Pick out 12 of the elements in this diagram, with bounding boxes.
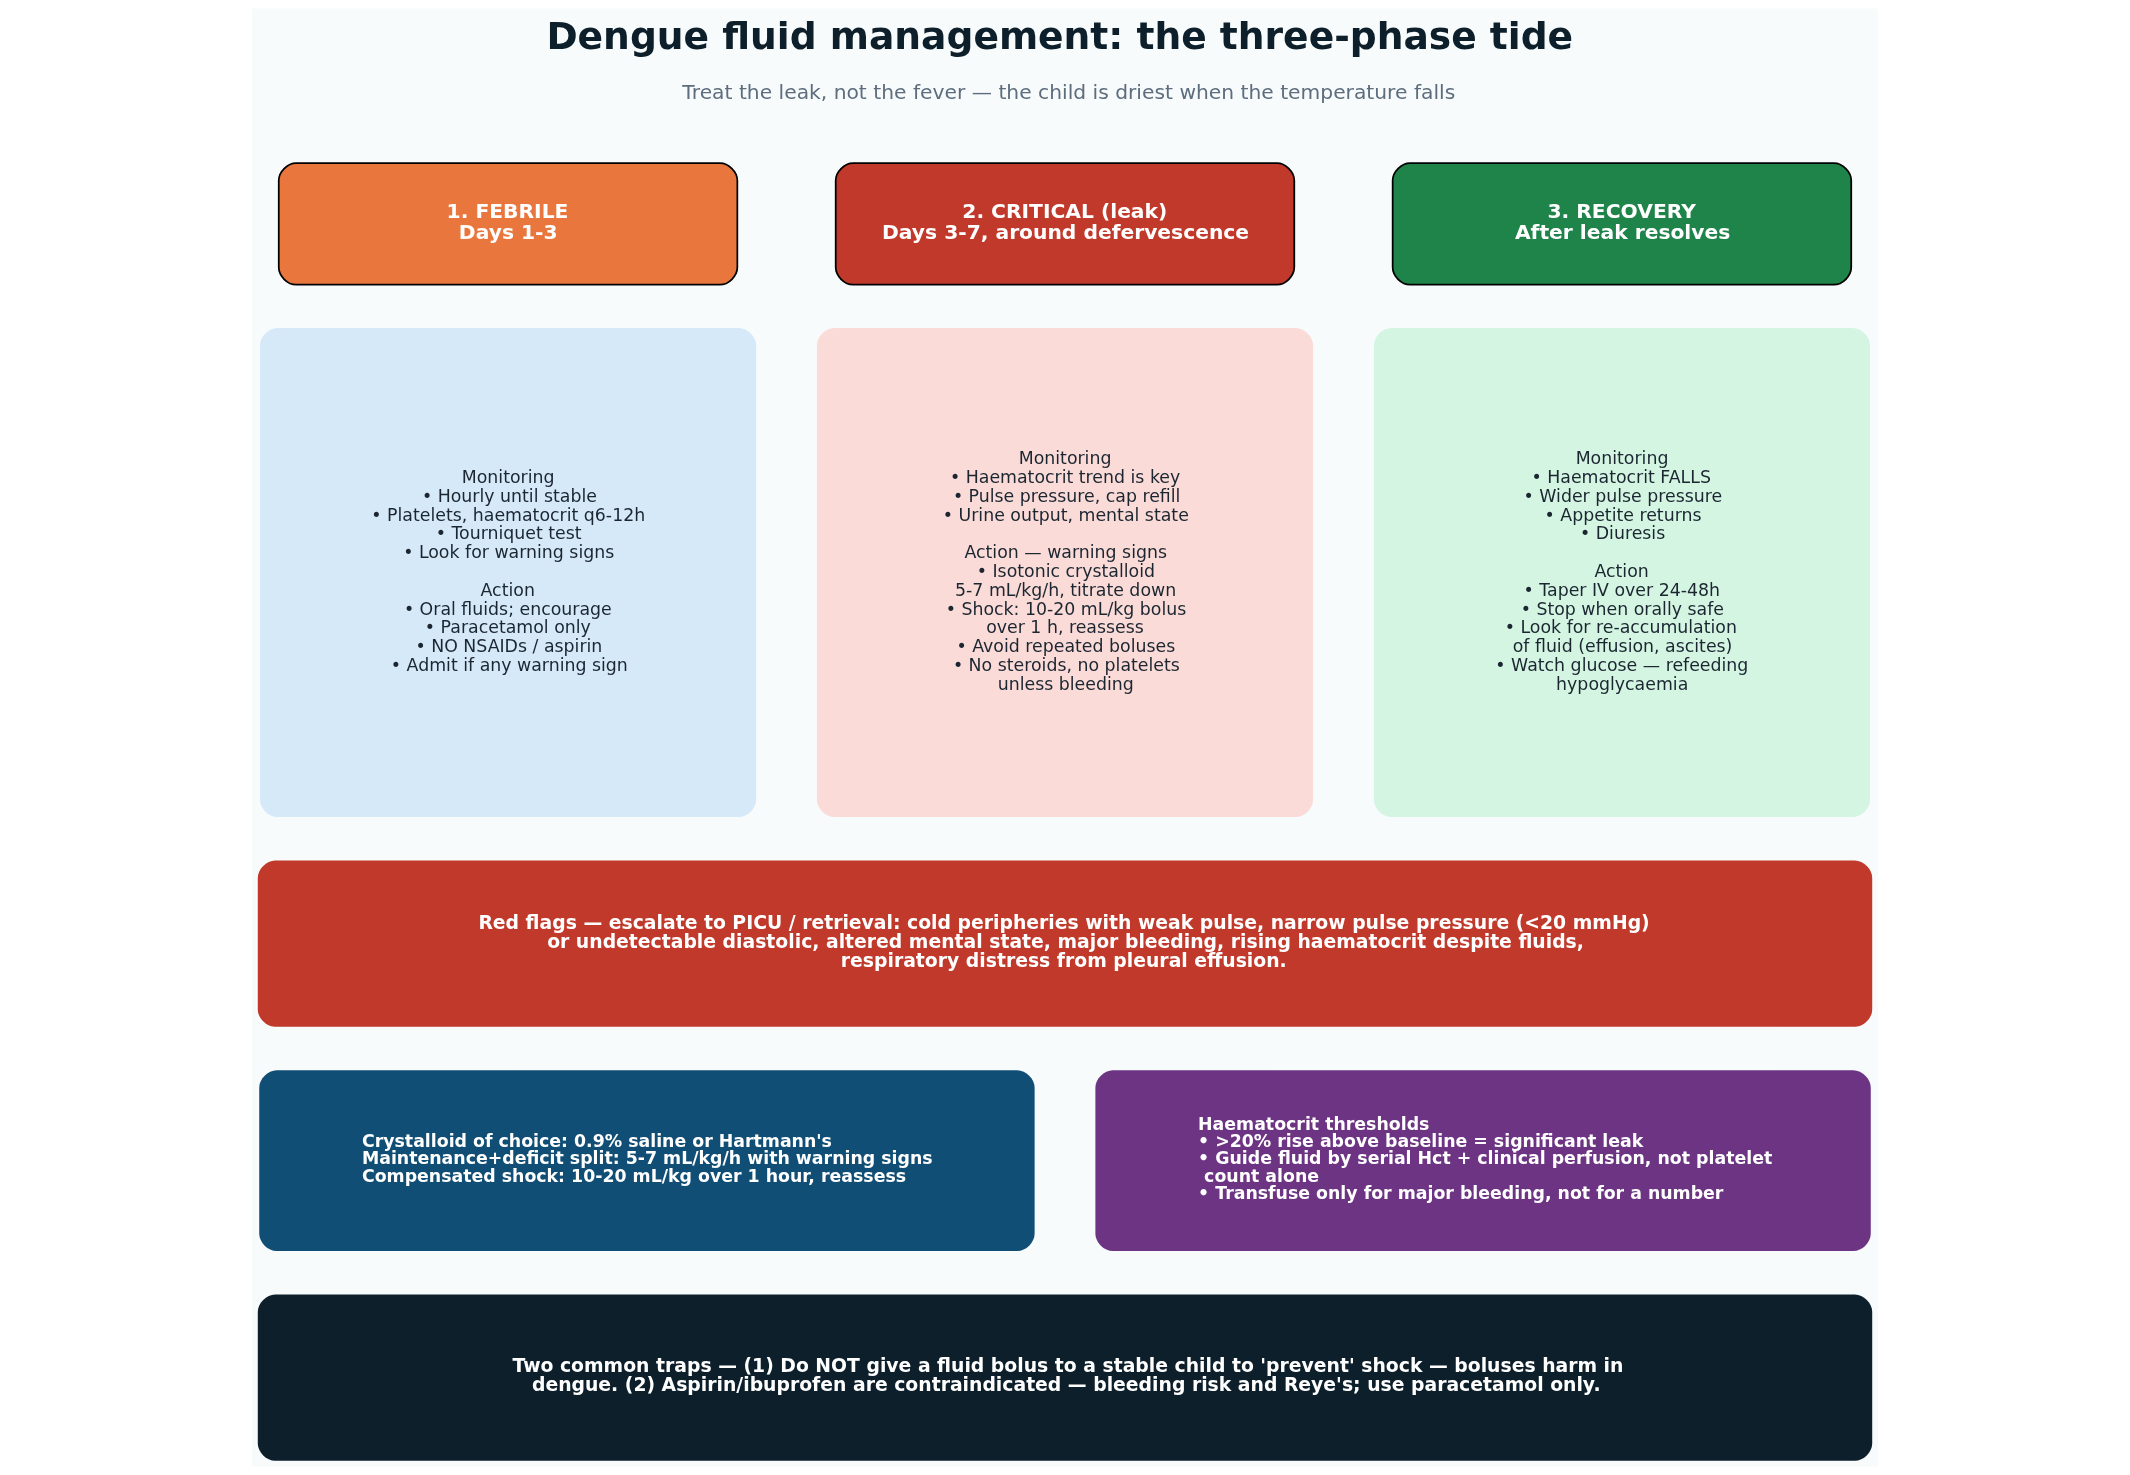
node-box: Two common traps — (1) Do NOT give a fluid bolus to a stable child to 'prevent' shock — boluses harm in dengue. (2) Aspirin/ibuprofen are contraindicated — bleeding risk and Reye's; use paracetamol only.: [257, 1294, 1873, 1461]
node-box: 3. RECOVERY After leak resolves: [1391, 162, 1853, 286]
node-box: Crystalloid of choice: 0.9% saline or Hartmann's Maintenance+deficit split: 5-7 mL/kg/h with warning signs Compensated shock: 10-20 mL/kg over 1 hour, reassess: [259, 1070, 1035, 1252]
node-box: 2. CRITICAL (leak) Days 3-7, around defervescence: [834, 162, 1296, 286]
node-box: Monitoring • Haematocrit trend is key • Pulse pressure, cap refill • Urine output, mental state Action — warning signs • Isotonic crystalloid 5-7 mL/kg/h, titrate down • Shock: 10-20 mL/kg bolus over 1 h, reassess • Avoid repeated boluses • No steroids, no platelets unless bleeding: [816, 328, 1314, 818]
node-box: Haematocrit thresholds • >20% rise above baseline = significant leak • Guide fluid by serial Hct + clinical perfusion, not platelet count alone • Transfuse only for major bleeding, not for a number: [1095, 1070, 1871, 1252]
node-box: Monitoring • Haematocrit FALLS • Wider pulse pressure • Appetite returns • Diuresis Action • Taper IV over 24-48h • Stop when orally safe • Look for re-accumulation of fluid (effusion, ascites) • Watch glucose — refeeding hypoglycaemia: [1373, 328, 1871, 818]
node-box: 1. FEBRILE Days 1-3: [277, 162, 739, 286]
diagram-title: Dengue fluid management: the three-phase tide: [546, 13, 1574, 58]
node-box: Monitoring • Hourly until stable • Platelets, haematocrit q6-12h • Tourniquet test • Look for warning signs Action • Oral fluids; encourage • Paracetamol only • NO NSAIDs / aspirin • Admit if any warning sign: [259, 328, 757, 818]
label: Treat the leak, not the fever — the child is driest when the temperature falls: [682, 80, 1456, 105]
node-box: Red flags — escalate to PICU / retrieval: cold peripheries with weak pulse, narrow pulse pressure (<20 mmHg) or undetectable diastolic, altered mental state, major bleeding, rising haematocrit despite fluids, respiratory distress from pleural effusion.: [257, 860, 1873, 1027]
